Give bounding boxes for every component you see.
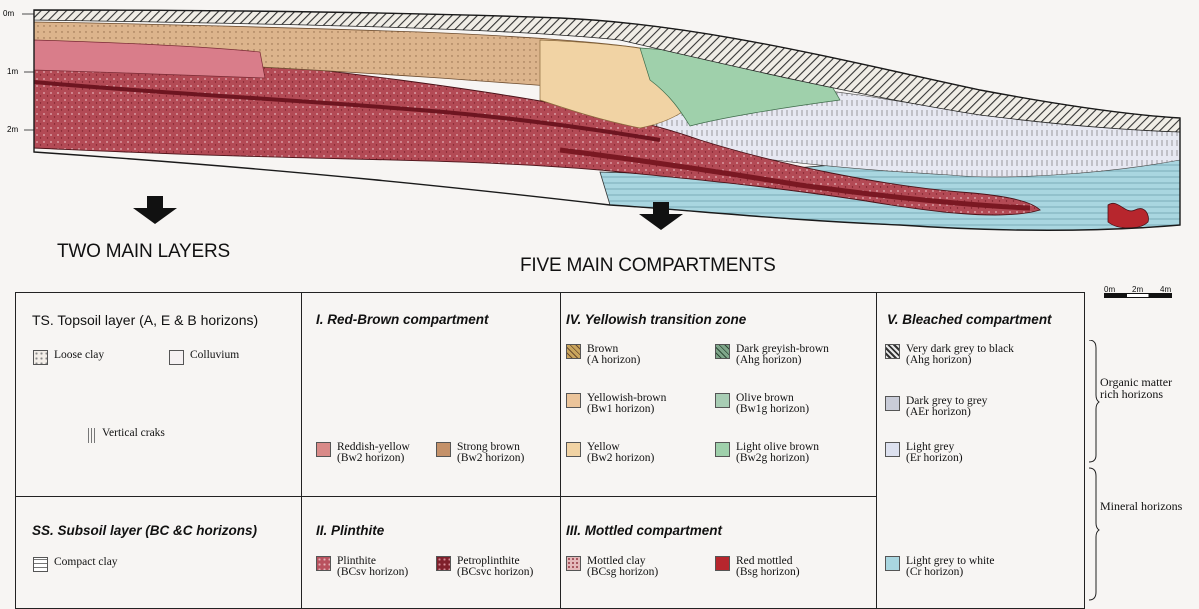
strong-brown-swatch: [436, 442, 451, 457]
legend-reddish-yellow: Reddish-yellow(Bw2 horizon): [316, 442, 410, 464]
very-dark-grey-swatch: [885, 344, 900, 359]
brown-swatch: [566, 344, 581, 359]
mineral-horizons-label: Mineral horizons: [1100, 500, 1182, 512]
legend-yellow: Yellow(Bw2 horizon): [566, 442, 654, 464]
legend-strong-brown: Strong brown(Bw2 horizon): [436, 442, 524, 464]
legend-dark-greyish-brown: Dark greyish-brown(Ahg horizon): [715, 344, 829, 366]
compact-clay-swatch: [33, 557, 48, 572]
legend-yellowish-brown: Yellowish-brown(Bw1 horizon): [566, 393, 666, 415]
depth-label-1m: 1m: [7, 67, 18, 76]
caption-two-main-layers: TWO MAIN LAYERS: [57, 241, 230, 263]
red-mottled-swatch: [715, 556, 730, 571]
down-arrow-right: [636, 202, 686, 232]
yellow-swatch: [566, 442, 581, 457]
bleached-title: V. Bleached compartment: [887, 312, 1052, 327]
light-grey-white-swatch: [885, 556, 900, 571]
legend-colluvium: Colluvium: [169, 350, 239, 365]
colluvium-swatch: [169, 350, 184, 365]
scale-bar: 0m 2m 4m: [1104, 285, 1172, 299]
legend-compact-clay: Compact clay: [33, 557, 118, 572]
petroplinthite-swatch: [436, 556, 451, 571]
legend-brown: Brown(A horizon): [566, 344, 640, 366]
legend-dark-grey: Dark grey to grey(AEr horizon): [885, 396, 987, 418]
legend-box-subsoil: [15, 496, 302, 609]
red-brown-title: I. Red-Brown compartment: [316, 312, 489, 327]
ts-title: TS. Topsoil layer (A, E & B horizons): [32, 312, 258, 328]
light-grey-swatch: [885, 442, 900, 457]
vertical-cracks-swatch: [88, 428, 96, 443]
legend-box-mottled: [560, 496, 877, 609]
yellowish-brown-swatch: [566, 393, 581, 408]
legend-petroplinthite: Petroplinthite(BCsvc horizon): [436, 556, 533, 578]
legend-light-olive-brown: Light olive brown(Bw2g horizon): [715, 442, 819, 464]
side-braces: [1088, 340, 1100, 602]
mottled-title: III. Mottled compartment: [566, 523, 722, 538]
legend-loose-clay: Loose clay: [33, 350, 104, 365]
plinthite-title: II. Plinthite: [316, 523, 384, 538]
legend-olive-brown: Olive brown(Bw1g horizon): [715, 393, 809, 415]
caption-five-main-compartments: FIVE MAIN COMPARTMENTS: [520, 255, 776, 277]
legend-box-plinthite: [301, 496, 561, 609]
depth-label-0m: 0m: [3, 9, 14, 18]
light-olive-brown-swatch: [715, 442, 730, 457]
olive-brown-swatch: [715, 393, 730, 408]
legend-vertical-cracks: Vertical craks: [88, 428, 165, 443]
ss-title: SS. Subsoil layer (BC &C horizons): [32, 523, 257, 538]
yellowish-title: IV. Yellowish transition zone: [566, 312, 746, 327]
plinthite-swatch: [316, 556, 331, 571]
mottled-clay-swatch: [566, 556, 581, 571]
dark-grey-swatch: [885, 396, 900, 411]
down-arrow-left: [130, 196, 180, 226]
reddish-yellow-swatch: [316, 442, 331, 457]
legend-light-grey: Light grey(Er horizon): [885, 442, 963, 464]
legend-mottled-clay: Mottled clay(BCsg horizon): [566, 556, 658, 578]
legend-red-mottled: Red mottled(Bsg horizon): [715, 556, 800, 578]
loose-clay-swatch: [33, 350, 48, 365]
organic-matter-label: Organic matter rich horizons: [1100, 376, 1172, 400]
legend-plinthite: Plinthite(BCsv horizon): [316, 556, 408, 578]
legend-very-dark-grey: Very dark grey to black(Ahg horizon): [885, 344, 1014, 366]
legend-light-grey-white: Light grey to white(Cr horizon): [885, 556, 994, 578]
depth-label-2m: 2m: [7, 125, 18, 134]
dark-greyish-brown-swatch: [715, 344, 730, 359]
